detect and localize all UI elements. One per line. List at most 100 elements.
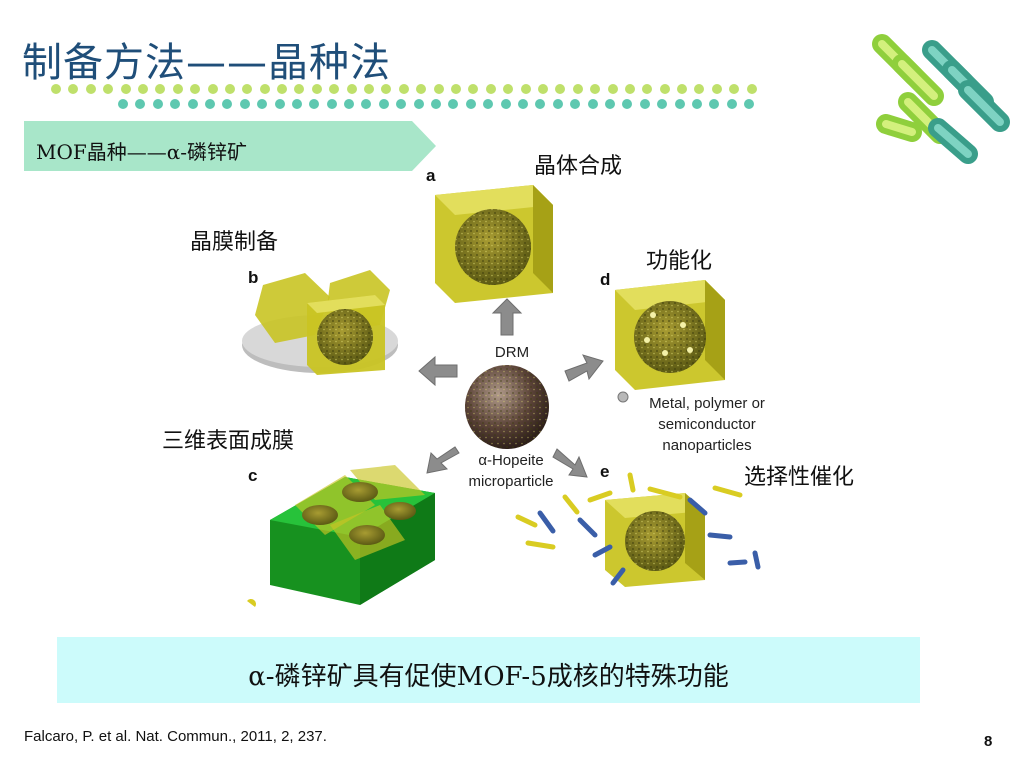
divider-dot [483,99,494,109]
divider-dot [572,84,583,94]
divider-dot [711,84,722,94]
dotted-divider-bottom [118,99,755,109]
divider-dot [135,99,146,109]
arrow-left [418,355,458,387]
divider-dot [329,84,340,94]
nanoparticles-label: Metal, polymer or semiconductor nanopart… [632,393,782,456]
mof-figure [242,185,761,607]
divider-dot [311,84,322,94]
arrow-down-right [552,448,588,478]
divider-dot [416,84,427,94]
dotted-divider-top [51,84,757,94]
center-label-line-2: microparticle [468,473,554,490]
divider-dot [257,99,268,109]
banner-text: MOF晶种——α-磷锌矿 [36,140,248,164]
divider-dot [378,99,389,109]
arrow-down-left [426,446,460,474]
divider-dot [137,84,148,94]
conclusion-box [57,637,920,703]
divider-dot [274,99,285,109]
drm-label: DRM [494,344,530,361]
divider-dot [552,99,563,109]
divider-dot [118,99,128,109]
divider-dot [694,84,705,94]
label-functionalization: 功能化 [646,249,713,274]
divider-dot [500,99,511,109]
divider-dot [555,84,566,94]
divider-dot [642,84,653,94]
divider-dot [537,84,548,94]
panel-label-b: b [248,268,259,287]
divider-dot [85,84,96,94]
divider-dot [259,84,270,94]
divider-dot [172,84,183,94]
divider-dot [344,99,355,109]
label-crystal-synthesis: 晶体合成 [534,154,623,179]
divider-dot [242,84,253,94]
divider-dot [677,84,688,94]
divider-dot [622,99,633,109]
divider-dot [170,99,181,109]
label-membrane-prep: 晶膜制备 [190,230,279,255]
divider-dot [413,99,424,109]
nanoparticles-line-3: nanoparticles [662,437,752,454]
divider-dot [207,84,218,94]
label-3d-surface-membrane: 三维表面成膜 [162,429,295,454]
panel-label-d: d [600,270,611,289]
divider-dot [103,84,114,94]
divider-dot [746,84,757,94]
divider-dot [624,84,635,94]
divider-dot [503,84,514,94]
divider-dot [657,99,668,109]
label-selective-catalysis: 选择性催化 [744,465,855,490]
divider-dot [448,99,459,109]
citation: Falcaro, P. et al. Nat. Commun., 2011, 2… [24,728,327,745]
divider-dot [326,99,337,109]
arrow-right [564,354,604,382]
divider-dot [607,84,618,94]
divider-dot [744,99,755,109]
cube-d [615,280,725,390]
page-number: 8 [984,733,993,750]
divider-dot [294,84,305,94]
divider-dot [520,84,531,94]
divider-dot [396,99,407,109]
divider-dot [450,84,461,94]
divider-dot [674,99,685,109]
divider-dot [346,84,357,94]
divider-dot [570,99,581,109]
divider-dot [709,99,720,109]
divider-dot [691,99,702,109]
nanoparticles-line-2: semiconductor [658,416,756,433]
membrane-c [270,465,435,605]
divider-dot [291,99,302,109]
divider-dot [187,99,198,109]
nanoparticles-line-1: Metal, polymer or [649,395,765,412]
divider-dot [364,84,375,94]
arrow-up [491,298,523,336]
divider-dot [639,99,650,109]
divider-dot [485,84,496,94]
cube-a [435,185,553,303]
divider-dot [535,99,546,109]
divider-dot [120,84,131,94]
divider-dot [587,99,598,109]
divider-dot [361,99,372,109]
divider-dot [398,84,409,94]
conclusion-text: α-磷锌矿具有促使MOF-5成核的特殊功能 [248,662,729,692]
divider-dot [433,84,444,94]
divider-dot [590,84,601,94]
divider-dot [309,99,320,109]
divider-dot [51,84,61,94]
hopeite-particle [465,365,549,449]
divider-dot [726,99,737,109]
divider-dot [224,84,235,94]
divider-dot [204,99,215,109]
panel-label-a: a [426,166,436,185]
cube-e [515,472,761,587]
divider-dot [468,84,479,94]
divider-dot [517,99,528,109]
divider-dot [222,99,233,109]
divider-dot [152,99,163,109]
divider-dot [381,84,392,94]
